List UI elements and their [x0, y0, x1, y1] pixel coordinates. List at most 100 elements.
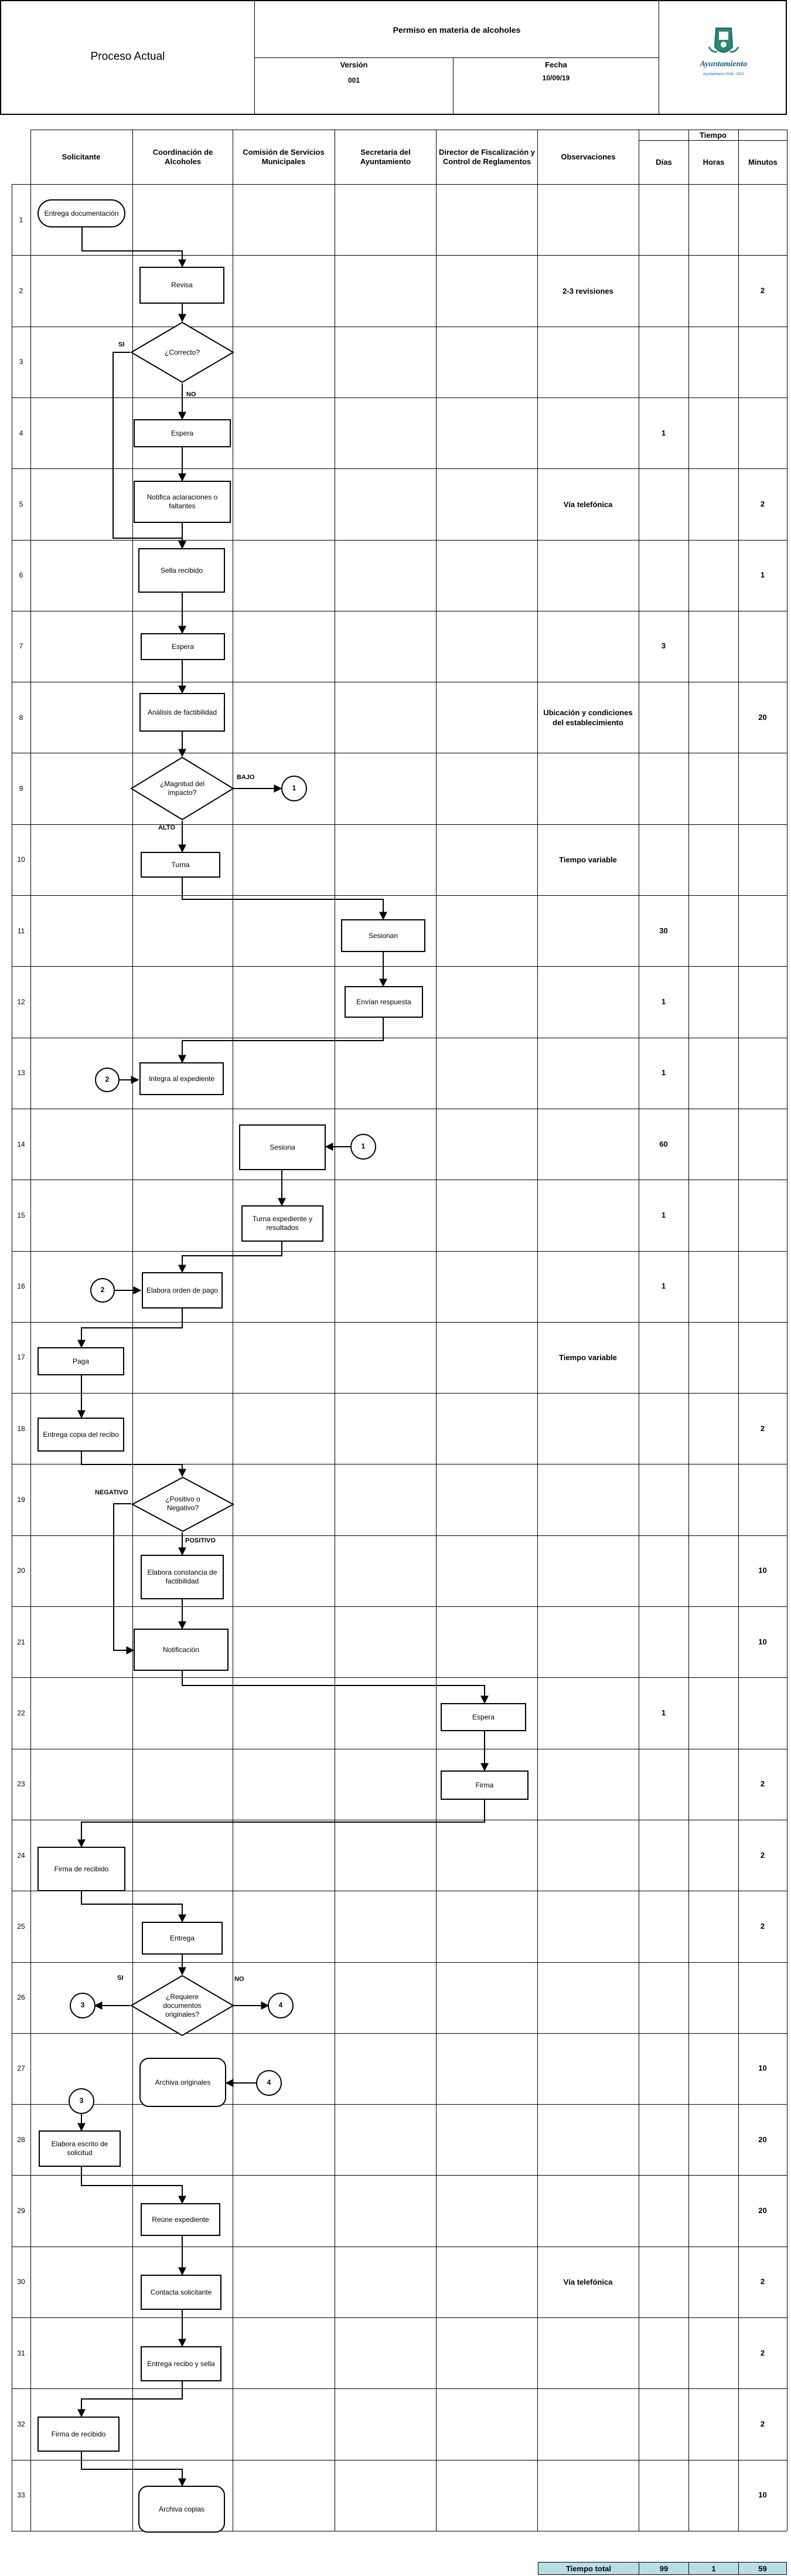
arrow-1-2 — [81, 227, 186, 268]
grid-vline — [436, 130, 437, 2531]
grid-hline — [12, 1606, 787, 1607]
grid-vline — [132, 130, 133, 2531]
row-number: 5 — [19, 499, 23, 508]
row-observation: Vía telefónica — [563, 2278, 613, 2287]
row-number: 3 — [19, 358, 23, 366]
row-min: 2 — [760, 1921, 765, 1931]
step-20-process: Elabora constancia de factibilidad — [141, 1555, 224, 1599]
step-14-process: Sesiona — [239, 1124, 326, 1170]
row-min: 10 — [758, 1637, 767, 1646]
step-21-process: Notificación — [134, 1629, 229, 1671]
step-18-process: Entrega copia del recibo — [37, 1418, 124, 1452]
row-number: 1 — [19, 215, 23, 224]
connector-2-in-a — [95, 1068, 120, 1092]
col-header-minutos: Minutos — [748, 158, 778, 166]
row-min: 2 — [760, 2277, 765, 2286]
row-number: 28 — [17, 2135, 25, 2144]
col-header-dias: Días — [656, 158, 672, 166]
row-min: 1 — [760, 570, 765, 580]
row-number: 23 — [17, 1780, 25, 1789]
row-observation: Ubicación y condiciones del establecimie… — [543, 708, 633, 727]
step-3-text: ¿Correcto? — [164, 348, 200, 356]
arrow-28-29 — [81, 2167, 186, 2204]
branch-alto: ALTO — [158, 824, 175, 831]
step-1-terminator: Entrega documentación — [37, 199, 125, 227]
process-label: Proceso Actual — [90, 50, 165, 63]
branch-negativo: NEGATIVO — [95, 1489, 128, 1496]
row-number: 12 — [17, 997, 25, 1006]
row-min: 2 — [760, 1423, 765, 1433]
grid-hline — [12, 966, 787, 967]
step-5-process: Notifica aclaraciones o faltantes — [134, 481, 231, 523]
row-number: 10 — [17, 855, 25, 864]
step-7-process: Espera — [141, 633, 225, 660]
step-26-text: ¿Requiere documentos originales? — [163, 1993, 202, 2018]
row-number: 7 — [19, 642, 23, 651]
branch-no-2: NO — [234, 1976, 244, 1983]
arrow-12-13 — [178, 1018, 384, 1063]
step-3-decision — [130, 321, 234, 383]
row-dias: 1 — [661, 1708, 666, 1717]
step-28-process: Elabora escrito de solicitud — [39, 2130, 121, 2167]
grid-hline — [12, 2104, 787, 2105]
grid-hline — [12, 2388, 787, 2389]
row-number: 14 — [17, 1140, 25, 1148]
row-number: 32 — [17, 2419, 25, 2428]
arrow-10-11 — [182, 878, 387, 920]
version-label: Versión — [340, 60, 368, 69]
row-dias: 1 — [661, 428, 666, 437]
row-number: 21 — [17, 1637, 25, 1646]
grid-hline — [12, 397, 787, 398]
row-observation: Tiempo variable — [559, 1353, 617, 1362]
row-min: 10 — [758, 2490, 767, 2500]
header-divider-3 — [453, 57, 454, 115]
header-border-bottom — [0, 114, 787, 115]
step-15-process: Turna expediente y resultados — [241, 1205, 323, 1242]
logo-wordmark: Ayuntamiento — [700, 60, 748, 69]
grid-hline — [12, 1393, 787, 1394]
branch-si-1: SI — [118, 341, 125, 348]
col-header-director: Director de Fiscalización y Control de R… — [438, 148, 535, 166]
arrow-31-32 — [77, 2381, 183, 2418]
row-min: 2 — [760, 2348, 765, 2357]
step-23-process: Firma — [441, 1770, 529, 1800]
col-header-secretaria: Secretaría del Ayuntamiento — [360, 148, 411, 166]
row-dias: 3 — [661, 641, 666, 651]
step-25-process: Entrega — [142, 1922, 223, 1955]
row-dias: 1 — [661, 997, 666, 1006]
step-6-process: Sella recibido — [138, 548, 225, 593]
row-min: 20 — [758, 2206, 767, 2215]
row-number: 31 — [17, 2349, 25, 2357]
step-8-process: Análisis de factibilidad — [139, 693, 225, 732]
step-30-process: Contacta solicitante — [141, 2275, 221, 2310]
row-dias: 30 — [659, 926, 668, 935]
step-31-process: Entrega recibo y sella — [141, 2346, 221, 2381]
grid-hline — [12, 895, 787, 896]
grid-vline — [688, 130, 689, 2531]
row-number: 29 — [17, 2207, 25, 2215]
grid-hline — [12, 2033, 787, 2034]
row-number: 24 — [17, 1851, 25, 1860]
grid-hline — [12, 1322, 787, 1323]
municipal-logo: Ayuntamiento Ayuntamiento 2018 - 2021 — [691, 23, 756, 88]
row-number: 8 — [19, 713, 23, 722]
row-number: 17 — [17, 1353, 25, 1362]
row-min: 2 — [760, 1779, 765, 1789]
document-title: Permiso en materia de alcoholes — [393, 25, 521, 35]
row-observation: 2-3 revisiones — [562, 286, 613, 295]
step-19-text: ¿Positivo o Negativo? — [165, 1495, 200, 1512]
row-dias: 60 — [659, 1139, 668, 1148]
col-header-solicitante: Solicitante — [62, 152, 101, 161]
logo-subtext: Ayuntamiento 2018 - 2021 — [703, 73, 745, 76]
grid-hline — [12, 255, 787, 256]
step-33-terminator: Archiva copias — [138, 2486, 225, 2533]
grid-vline — [537, 130, 538, 2531]
total-label: Tiempo total — [538, 2562, 639, 2575]
row-min: 2 — [760, 1850, 765, 1860]
arrow-23-24 — [77, 1800, 485, 1848]
step-4-process: Espera — [134, 419, 231, 447]
row-number: 16 — [17, 1282, 25, 1291]
row-min: 2 — [760, 286, 765, 295]
